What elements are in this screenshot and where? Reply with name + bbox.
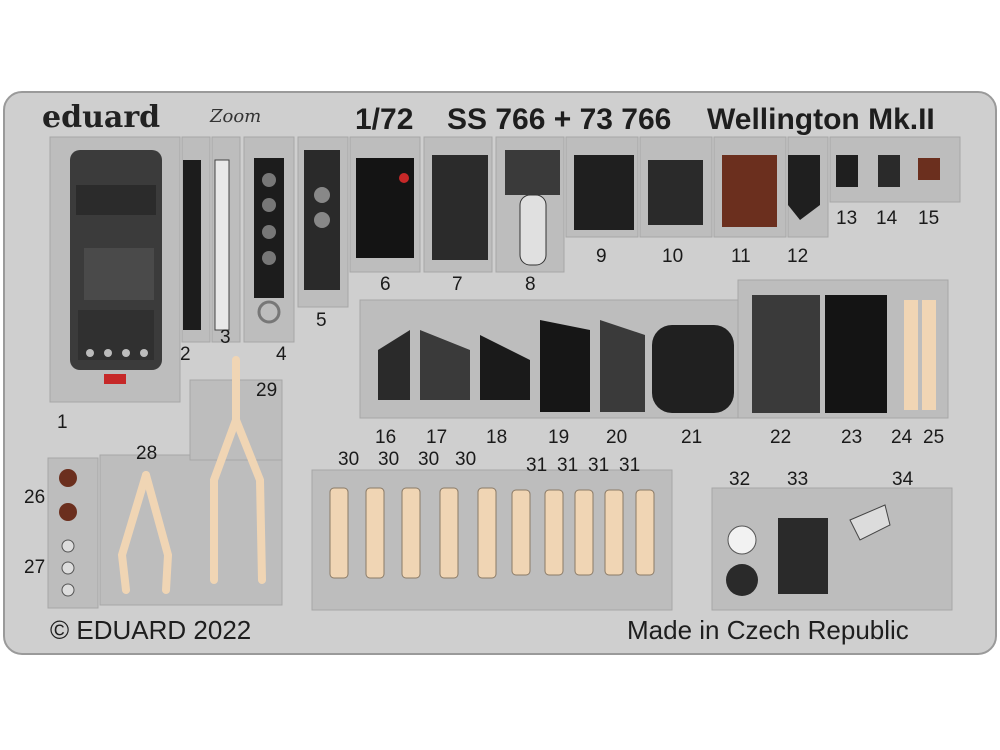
- parts-26-27: [59, 469, 77, 597]
- part-number: 30: [378, 449, 400, 470]
- parts-16-25-panels: [378, 295, 936, 413]
- part-number: 30: [455, 449, 477, 470]
- part-number: 22: [770, 427, 792, 448]
- part-number: 1: [57, 412, 68, 433]
- parts-30-31-belts: [329, 487, 655, 579]
- part-number: 23: [841, 427, 863, 448]
- part-number: 17: [426, 427, 448, 448]
- part-number: 2: [180, 344, 191, 365]
- part-number: 20: [606, 427, 628, 448]
- part-number: 31: [588, 455, 610, 476]
- part-number: 29: [256, 380, 278, 401]
- part-number: 34: [892, 469, 914, 490]
- part-number: 31: [526, 455, 548, 476]
- part-number: 30: [338, 449, 360, 470]
- brand-logo: eduard: [42, 100, 161, 135]
- model-name: Wellington Mk.II: [707, 103, 935, 136]
- parts-2-4-strips: [183, 158, 284, 331]
- part-number: 26: [24, 487, 46, 508]
- part-1-instrument-panel: [70, 150, 162, 384]
- part-number: 6: [380, 274, 391, 295]
- zoom-mark: Zoom: [210, 106, 262, 127]
- part-number: 30: [418, 449, 440, 470]
- parts-5-15-panels: [304, 150, 940, 290]
- part-number: 32: [729, 469, 751, 490]
- part-number: 3: [220, 327, 231, 348]
- part-number: 15: [918, 208, 940, 229]
- set-code: SS 766 + 73 766: [447, 103, 672, 136]
- part-number: 33: [787, 469, 809, 490]
- part-number: 25: [923, 427, 945, 448]
- part-number: 12: [787, 246, 809, 267]
- part-number: 13: [836, 208, 858, 229]
- part-number: 10: [662, 246, 684, 267]
- part-number: 14: [876, 208, 898, 229]
- parts-32-34: [726, 504, 891, 596]
- part-number: 9: [596, 246, 607, 267]
- part-number: 31: [619, 455, 641, 476]
- part-number: 7: [452, 274, 463, 295]
- part-number: 5: [316, 310, 327, 331]
- part-number: 27: [24, 557, 46, 578]
- part-number: 8: [525, 274, 536, 295]
- part-number: 16: [375, 427, 397, 448]
- copyright-label: © EDUARD 2022: [50, 615, 252, 645]
- part-number: 28: [136, 443, 158, 464]
- origin-label: Made in Czech Republic: [627, 615, 909, 645]
- part-number: 31: [557, 455, 579, 476]
- parts-28-29-harness: [117, 356, 266, 594]
- part-number: 21: [681, 427, 703, 448]
- part-number: 4: [276, 344, 287, 365]
- part-number: 18: [486, 427, 508, 448]
- scale-label: 1/72: [355, 103, 414, 136]
- part-number: 11: [731, 246, 751, 267]
- part-number: 19: [548, 427, 570, 448]
- part-number: 24: [891, 427, 913, 448]
